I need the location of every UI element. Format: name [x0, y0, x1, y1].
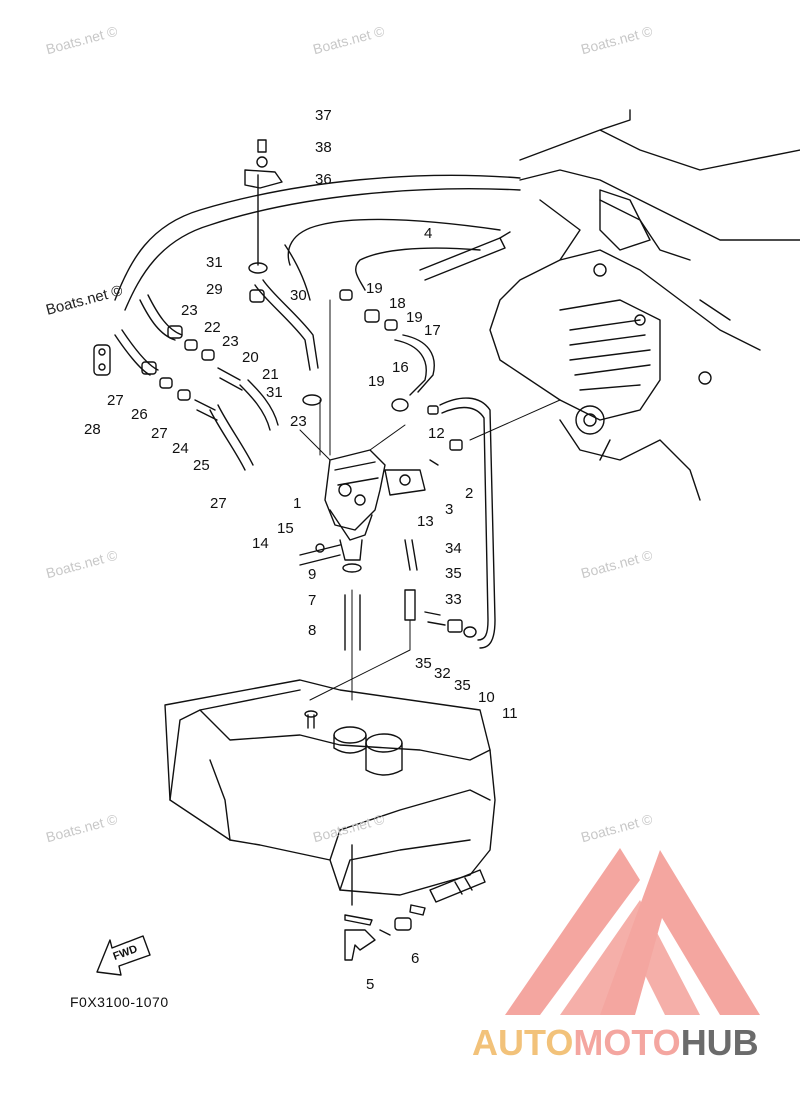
fwd-arrow-icon — [96, 935, 151, 976]
bracket-28 — [98, 348, 106, 371]
brand-wordmark: AUTOMOTOHUB — [472, 1022, 759, 1064]
callout-5: 5 — [366, 976, 375, 993]
callout-23: 23 — [181, 302, 198, 319]
callout-26: 26 — [131, 406, 148, 423]
callout-35: 35 — [415, 655, 432, 672]
callout-30: 30 — [290, 287, 307, 304]
callout-12: 12 — [428, 425, 445, 442]
callout-34: 34 — [445, 540, 462, 557]
callout-35: 35 — [445, 565, 462, 582]
callout-27: 27 — [107, 392, 124, 409]
callout-16: 16 — [392, 359, 409, 376]
callout-20: 20 — [242, 349, 259, 366]
callout-38: 38 — [315, 139, 332, 156]
callout-24: 24 — [172, 440, 189, 457]
callout-23: 23 — [222, 333, 239, 350]
brand-triangle-logo — [505, 848, 760, 1015]
fuel-pump — [324, 449, 386, 561]
callout-27: 27 — [151, 425, 168, 442]
leader-lines — [299, 299, 561, 701]
callout-8: 8 — [308, 622, 317, 639]
callout-36: 36 — [315, 171, 332, 188]
fuel-hoses-left — [114, 244, 319, 471]
callout-19: 19 — [368, 373, 385, 390]
callout-10: 10 — [478, 689, 495, 706]
tank-outlet-parts — [344, 844, 426, 961]
callout-9: 9 — [308, 566, 317, 583]
callout-33: 33 — [445, 591, 462, 608]
callout-11: 11 — [502, 705, 518, 722]
callout-6: 6 — [411, 950, 420, 967]
callout-37: 37 — [315, 107, 332, 124]
callout-18: 18 — [389, 295, 406, 312]
callout-22: 22 — [204, 319, 221, 336]
callout-17: 17 — [424, 322, 441, 339]
callout-4: 4 — [424, 225, 433, 242]
callout-1: 1 — [293, 495, 302, 512]
callout-28: 28 — [84, 421, 101, 438]
callout-13: 13 — [417, 513, 434, 530]
callout-29: 29 — [206, 281, 223, 298]
callout-31: 31 — [206, 254, 223, 271]
fuel-return-hose — [439, 397, 496, 649]
brand-part-auto: AUTO — [472, 1022, 574, 1063]
callout-35: 35 — [454, 677, 471, 694]
callout-19: 19 — [406, 309, 423, 326]
brand-part-moto: MOTO — [573, 1022, 681, 1063]
cable-end-4 — [419, 231, 511, 281]
callout-25: 25 — [193, 457, 210, 474]
engine-block — [489, 109, 800, 501]
callout-21: 21 — [262, 366, 279, 383]
fuel-tank — [164, 679, 496, 903]
callout-19: 19 — [366, 280, 383, 297]
throttle-cables — [114, 174, 521, 311]
callout-14: 14 — [252, 535, 269, 552]
brand-part-hub: HUB — [680, 1022, 759, 1063]
callout-2: 2 — [465, 485, 474, 502]
callout-7: 7 — [308, 592, 317, 609]
callout-27: 27 — [210, 495, 227, 512]
callout-23: 23 — [290, 413, 307, 430]
callout-15: 15 — [277, 520, 294, 537]
callout-3: 3 — [445, 501, 454, 518]
callout-32: 32 — [434, 665, 451, 682]
callout-31: 31 — [266, 384, 283, 401]
diagram-code: F0X3100-1070 — [70, 994, 169, 1010]
small-fittings — [93, 139, 477, 651]
